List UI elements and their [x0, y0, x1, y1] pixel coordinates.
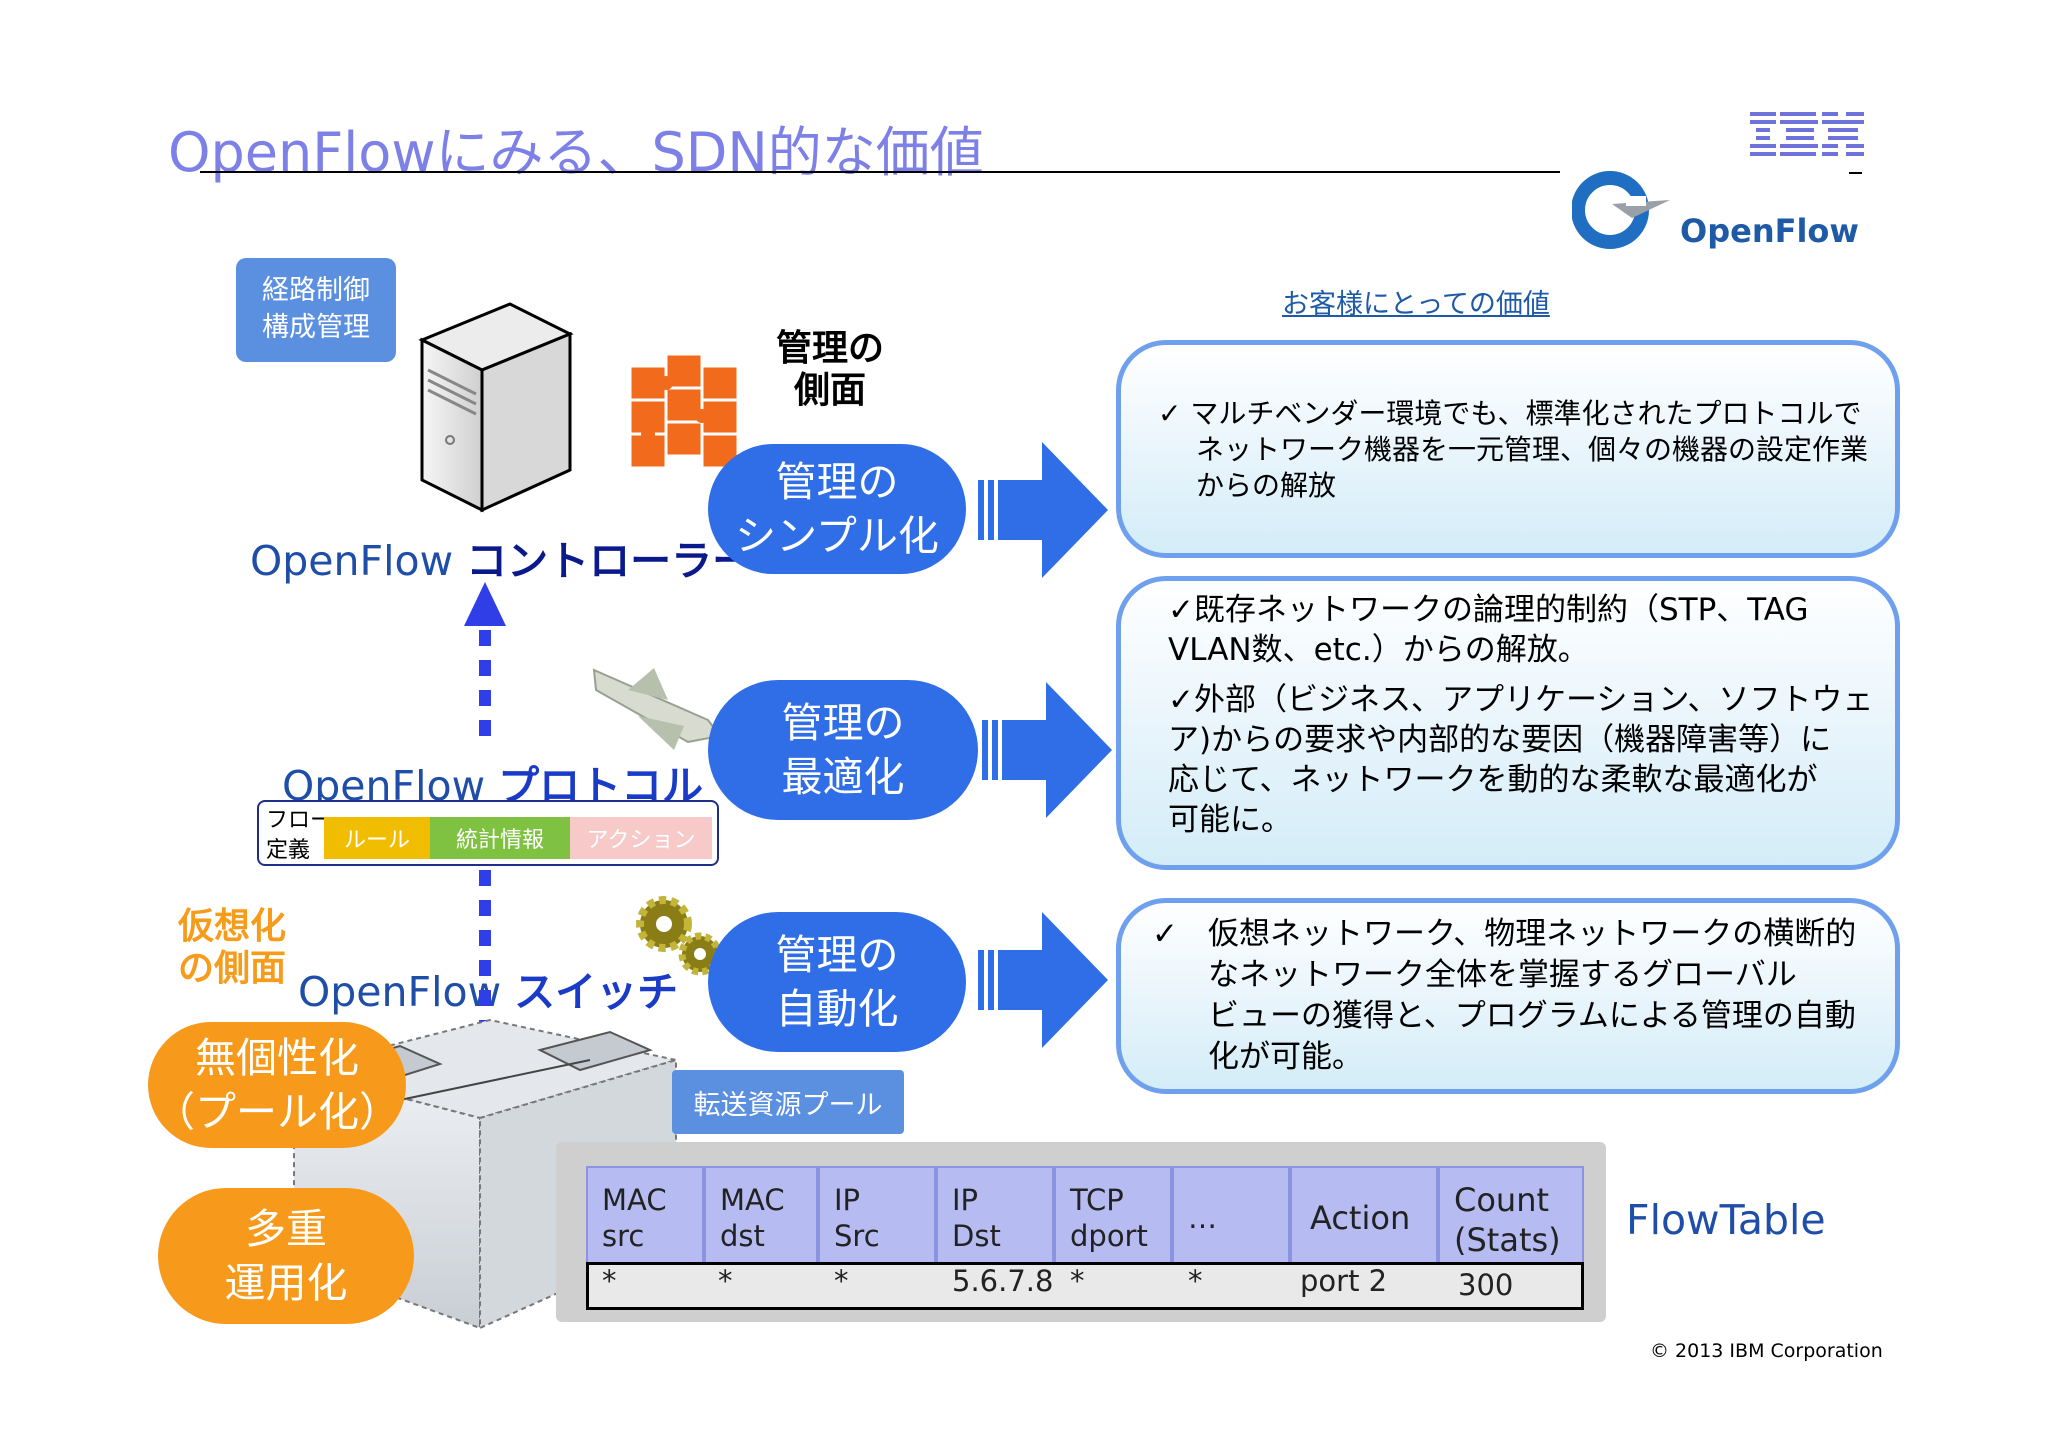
value-text-line: ビューの獲得と、プログラムによる管理の自動 — [1208, 998, 1856, 1034]
table-cell: 300 — [1458, 1268, 1514, 1302]
multiplexing-oval: 多重 運用化 — [158, 1188, 414, 1324]
right-arrow-icon — [978, 912, 1108, 1048]
pooling-oval: 無個性化 （プール化） — [148, 1022, 406, 1148]
route-box-line: 構成管理 — [262, 312, 370, 343]
puzzle-icon — [628, 352, 740, 470]
title-underline — [200, 171, 1560, 173]
value-text-line: 応じて、ネットワークを動的な柔軟な最適化が — [1168, 762, 1818, 798]
value-text-line: 可能に。 — [1168, 802, 1292, 838]
virtualization-aspect-label: 仮想化 の側面 — [178, 906, 287, 989]
value-box-automate — [1116, 898, 1900, 1094]
flow-table-header: … — [1172, 1166, 1290, 1264]
value-text-line: ネットワーク機器を一元管理、個々の機器の設定作業 — [1196, 433, 1869, 466]
flow-table-header: Action — [1290, 1166, 1438, 1264]
table-cell: * — [1070, 1264, 1085, 1298]
customer-value-heading: お客様にとっての価値 — [1282, 289, 1550, 320]
value-box-simplify — [1116, 340, 1900, 558]
table-cell: * — [834, 1264, 849, 1298]
flow-action-segment: アクション — [570, 817, 712, 859]
forwarding-resource-pool-box: 転送資源プール — [672, 1070, 904, 1134]
value-text-line: VLAN数、etc.）からの解放。 — [1168, 632, 1589, 668]
openflow-controller-label: OpenFlow コントローラー — [250, 537, 754, 585]
value-text-line: ✓外部（ビジネス、アプリケーション、ソフトウェ — [1168, 682, 1874, 718]
ibm-dash — [1849, 172, 1862, 174]
ibm-logo-icon — [1750, 112, 1864, 156]
gears-icon — [636, 896, 722, 976]
value-text-line: 仮想ネットワーク、物理ネットワークの横断的 — [1208, 916, 1857, 952]
management-aspect-label: 管理の 側面 — [776, 328, 885, 411]
optimize-management-oval: 管理の 最適化 — [708, 680, 978, 820]
flow-definition-label: フロー 定義 — [266, 808, 333, 863]
flow-table-header: Count(Stats) — [1438, 1166, 1584, 1264]
check-mark: ✓ — [1152, 916, 1178, 952]
flow-stats-segment: 統計情報 — [430, 817, 570, 859]
table-cell: 5.6.7.8 — [952, 1264, 1054, 1298]
openflow-logo-icon — [1572, 171, 1670, 249]
automate-management-oval: 管理の 自動化 — [708, 912, 966, 1052]
route-config-box: 経路制御 構成管理 — [236, 258, 396, 362]
flow-rule-segment: ルール — [324, 817, 430, 859]
value-text-line: なネットワーク全体を掌握するグローバル — [1208, 957, 1797, 993]
right-arrow-icon — [982, 682, 1112, 818]
value-text-line: からの解放 — [1196, 469, 1337, 502]
page-title: OpenFlowにみる、SDN的な価値 — [168, 121, 984, 184]
openflow-logo-text: OpenFlow — [1680, 212, 1859, 250]
right-arrow-icon — [978, 442, 1108, 578]
route-box-line: 経路制御 — [262, 275, 370, 306]
simplify-management-oval: 管理の シンプル化 — [708, 444, 966, 574]
flowtable-label: FlowTable — [1626, 1196, 1826, 1244]
value-text-line: 化が可能。 — [1208, 1039, 1363, 1075]
copyright: © 2013 IBM Corporation — [1650, 1340, 1883, 1362]
value-text-line: ✓ マルチベンダー環境でも、標準化されたプロトコルで — [1158, 397, 1862, 430]
table-cell: * — [718, 1264, 733, 1298]
value-text-line: ア)からの要求や内部的な要因（機器障害等）に — [1168, 722, 1832, 758]
table-cell: port 2 — [1300, 1264, 1388, 1298]
value-box-optimize — [1116, 576, 1900, 870]
table-cell: * — [602, 1264, 617, 1298]
openflow-switch-label: OpenFlow スイッチ — [298, 968, 679, 1016]
space-shuttle-icon — [592, 668, 722, 750]
table-row — [586, 1262, 1584, 1310]
table-cell: * — [1188, 1264, 1203, 1298]
value-text-line: ✓既存ネットワークの論理的制約（STP、TAG — [1168, 592, 1809, 628]
server-icon — [418, 302, 574, 513]
